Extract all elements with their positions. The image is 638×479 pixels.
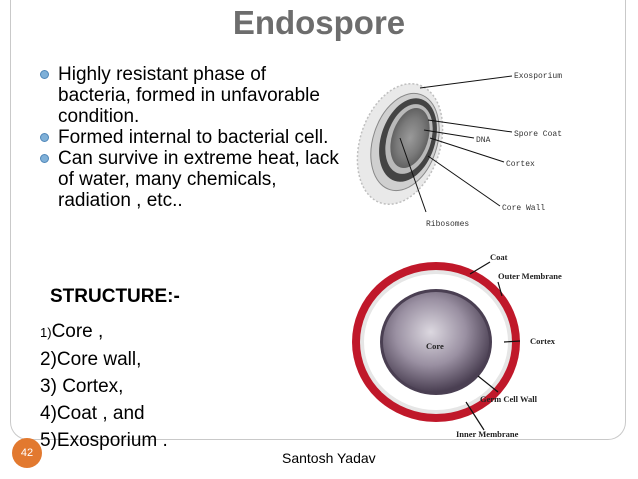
label-outer-membrane: Outer Membrane xyxy=(498,271,562,281)
structure-item-number: 1) xyxy=(40,325,52,340)
label-core: Core xyxy=(426,341,444,351)
label-dna: DNA xyxy=(476,136,491,145)
dna-leader xyxy=(423,129,475,139)
bullet-icon xyxy=(40,133,49,142)
structure-item-number: 5) xyxy=(40,430,57,451)
outer-membrane-leader xyxy=(497,281,503,297)
structure-item: 2)Core wall, xyxy=(40,346,168,373)
structure-item: 1)Core , xyxy=(40,318,168,346)
cortex-leader xyxy=(503,340,521,343)
ribosomes-leader xyxy=(399,137,427,213)
exosporium-leader xyxy=(419,75,513,89)
bullet-text: Highly resistant phase of bacteria, form… xyxy=(58,64,320,127)
structure-item-text: Core wall, xyxy=(56,349,142,370)
slide-frame xyxy=(10,0,626,440)
label-inner-membrane: Inner Membrane xyxy=(456,429,519,439)
label-spore-coat: Spore Coat xyxy=(514,130,562,139)
schematic-leader-lines xyxy=(465,261,521,431)
page-number-badge: 42 xyxy=(12,438,42,468)
core-region xyxy=(383,292,489,392)
label-exosporium: Exosporium xyxy=(514,72,562,81)
micrograph-spore xyxy=(356,83,444,205)
inner-membrane-leader xyxy=(465,401,485,431)
structure-list: 1)Core , 2)Core wall, 3) Cortex, 4)Coat … xyxy=(40,318,168,454)
spore-coat-leader xyxy=(427,119,513,133)
schematic-spore xyxy=(352,262,520,422)
micrograph-leader-lines xyxy=(399,75,513,213)
label-cortex-schematic: Cortex xyxy=(530,336,556,346)
label-ribosomes: Ribosomes xyxy=(426,220,469,229)
coat-leader xyxy=(469,261,491,275)
label-germ-cell-wall: Germ Cell Wall xyxy=(480,394,538,404)
structure-item-number: 2) xyxy=(40,349,57,370)
structure-item-text: Cortex, xyxy=(62,376,124,397)
bullet-item: Formed internal to bacterial cell. xyxy=(40,127,340,148)
slide-title: Endospore xyxy=(232,4,406,41)
bullet-item: Can survive in extreme heat, lack of wat… xyxy=(40,148,340,211)
core-wall-leader xyxy=(427,155,501,207)
structure-item-number: 4) xyxy=(40,403,57,424)
structure-item-text: Coat , and xyxy=(56,403,145,424)
bullet-icon xyxy=(40,154,49,163)
bullet-text: Can survive in extreme heat, lack of wat… xyxy=(58,148,339,211)
structure-item-text: Exosporium . xyxy=(56,430,168,451)
germ-cell-wall-leader xyxy=(477,375,499,393)
bullet-icon xyxy=(40,70,49,79)
structure-heading: STRUCTURE:- xyxy=(50,286,180,307)
structure-item-number: 3) xyxy=(40,376,63,397)
cortex-leader xyxy=(429,137,505,163)
structure-item: 4)Coat , and xyxy=(40,400,168,427)
structure-item-text: Core , xyxy=(51,321,104,342)
endospore-micrograph-diagram: Exosporium Spore Coat DNA Cortex Core Wa… xyxy=(356,72,562,229)
label-coat: Coat xyxy=(490,252,508,262)
author-footer: Santosh Yadav xyxy=(282,450,376,466)
bullet-item: Highly resistant phase of bacteria, form… xyxy=(40,64,340,127)
structure-item: 3) Cortex, xyxy=(40,373,168,400)
bullet-text: Formed internal to bacterial cell. xyxy=(58,127,329,148)
structure-item: 5)Exosporium . xyxy=(40,427,168,454)
label-core-wall: Core Wall xyxy=(502,204,545,213)
bullet-list: Highly resistant phase of bacteria, form… xyxy=(40,64,340,211)
endospore-schematic-diagram: Core Coat Outer Membrane Cortex Germ Cel… xyxy=(352,252,562,439)
label-cortex: Cortex xyxy=(506,160,535,169)
